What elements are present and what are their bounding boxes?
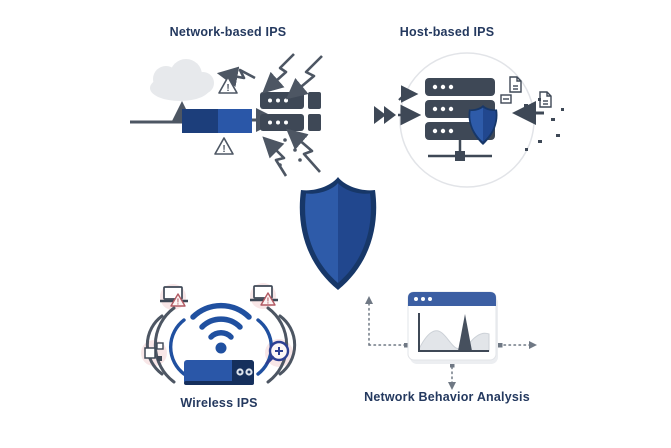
network-based-ips-label: Network-based IPS: [169, 25, 287, 39]
document-icon: [539, 91, 552, 108]
warning-triangle-icon: !: [218, 76, 238, 94]
attack-bolt-icons: [216, 53, 323, 177]
anomaly-chart-icon: [418, 313, 490, 352]
cloud-icon: [150, 59, 214, 101]
browser-window-icon: [407, 291, 498, 364]
host-based-ips-label: Host-based IPS: [399, 25, 495, 39]
shield-icon: [299, 177, 377, 290]
network-behavior-analysis-label: Network Behavior Analysis: [364, 390, 530, 404]
svg-text:!: !: [222, 144, 225, 155]
svg-text:!: !: [267, 297, 270, 306]
ips-appliance-icon: [182, 109, 252, 133]
dotted-connector: [365, 296, 537, 390]
router-icon: [184, 360, 254, 385]
host-based-ips-illustration: [374, 52, 564, 188]
file-box-icon: [500, 94, 512, 104]
network-based-ips-illustration: ! !: [130, 53, 323, 177]
warning-triangle-icon: !: [214, 137, 234, 155]
device-blocks-icon: [144, 342, 164, 361]
debris-bits: [524, 98, 564, 151]
wifi-icon: [190, 302, 252, 354]
debris-dots: [278, 134, 307, 167]
svg-text:!: !: [226, 83, 229, 94]
server-rack-icon: [260, 92, 321, 131]
svg-text:!: !: [177, 298, 180, 307]
shield-icon: [468, 105, 498, 145]
incoming-attack-arrows: [374, 85, 422, 126]
network-behavior-analysis-illustration: [365, 291, 537, 390]
wireless-ips-label: Wireless IPS: [180, 396, 258, 410]
zoom-plus-icon: [265, 340, 290, 365]
laptop-alert-icon: !: [160, 286, 188, 307]
laptop-alert-icon: !: [250, 285, 278, 306]
wireless-ips-illustration: ! !: [141, 283, 297, 385]
host-circle: [399, 52, 535, 188]
document-icon: [509, 76, 522, 93]
